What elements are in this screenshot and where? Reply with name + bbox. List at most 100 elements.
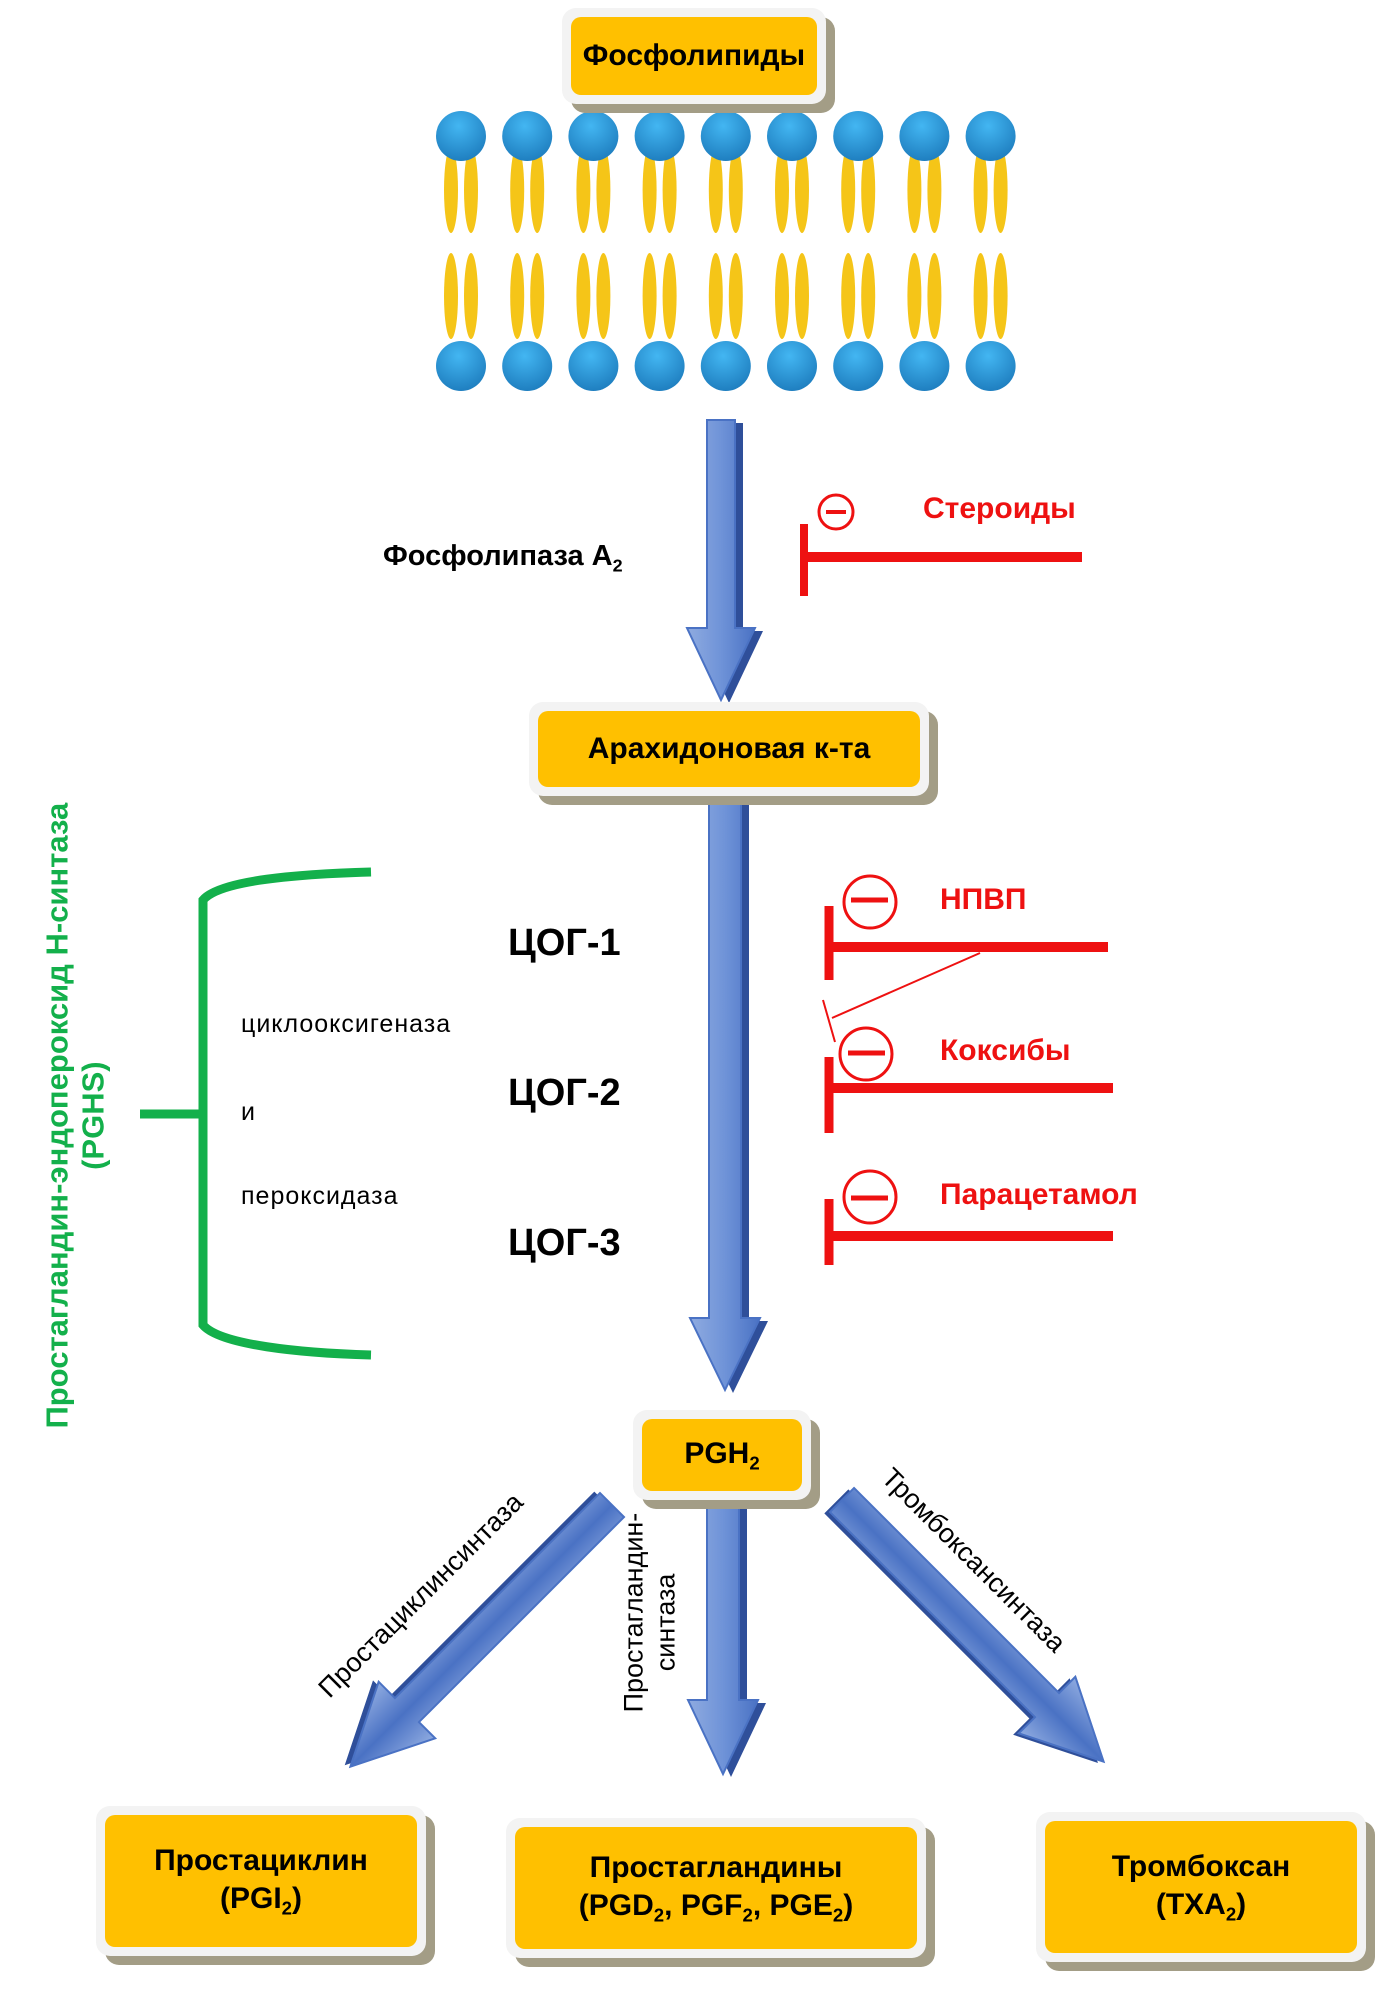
lipid-tail [642, 147, 657, 233]
lipid-head-lower [502, 341, 553, 391]
lipid-tail [662, 253, 677, 339]
lipid-tail [907, 253, 922, 339]
arrow-thromboxane-synthase [824, 1486, 1106, 1764]
lipid-tail [510, 147, 525, 233]
minus-circle-icon [842, 874, 898, 930]
phospholipase-label: Фосфолипаза А2 [383, 540, 623, 576]
lipid-tail [464, 253, 478, 339]
lipid-tail [861, 147, 876, 233]
node-phospholipids: Фосфолипиды [562, 8, 826, 104]
lipid-tail [993, 147, 1008, 233]
node-pgh2: PGH2 [633, 1410, 811, 1500]
lipid-tail [576, 147, 591, 233]
coxibs-label: Коксибы [940, 1034, 1071, 1067]
cox3-label: ЦОГ-3 [508, 1222, 621, 1264]
lipid-head-upper [568, 111, 619, 161]
lipid-head-lower [899, 341, 950, 391]
lipid-tail [510, 253, 525, 339]
node-prostaglandins: Простагландины (PGD2, PGF2, PGE2) [506, 1818, 926, 1958]
cox2-label: ЦОГ-2 [508, 1072, 621, 1114]
arrow-prostacyclin-synthase [344, 1491, 626, 1769]
lipid-tail [708, 147, 723, 233]
lipid-tail [596, 147, 611, 233]
lipid-tail [642, 253, 657, 339]
lipid-tail [775, 147, 789, 233]
lipid-tail [841, 253, 856, 339]
node-thromboxane: Тромбоксан (TXA2) [1036, 1812, 1366, 1962]
pghs-title-line1: Простагландин-эндопероксид Н-синтаза [39, 802, 75, 1429]
lipid-head-lower [436, 341, 486, 391]
lipid-head-upper [767, 111, 817, 161]
lipid-tail [708, 253, 723, 339]
lipid-tail [775, 253, 789, 339]
minus-circle-icon [842, 1169, 898, 1225]
prostacyclin-formula: (PGI2) [219, 1881, 302, 1919]
lipid-tail [841, 147, 856, 233]
coxibs-inhibitor-bar [824, 1026, 1113, 1133]
lipid-head-upper [502, 111, 553, 161]
pghs-bracket [140, 867, 372, 1360]
node-phospholipids-label: Фосфолипиды [571, 17, 817, 95]
lipid-head-lower [700, 341, 751, 391]
prostaglandins-formula: (PGD2, PGF2, PGE2) [578, 1888, 854, 1926]
lipid-tail [927, 253, 942, 339]
lipid-head-upper [965, 111, 1016, 161]
lipid-tail [795, 147, 809, 233]
cyclooxygenase-label: циклооксигеназа [241, 1010, 452, 1038]
prostaglandin-synthase-line1: Простагландин- [618, 1512, 649, 1713]
and-label: и [241, 1098, 256, 1126]
lipid-tail [927, 147, 942, 233]
arrow-phospholipase [685, 419, 763, 703]
lipid-tail [576, 253, 591, 339]
lipid-head-upper [436, 111, 486, 161]
prostaglandin-synthase-label: Простагландин- синтаза [618, 1512, 683, 1713]
nsaid-inhibitor-bar [822, 874, 1108, 1043]
lipid-tail [973, 147, 988, 233]
lipid-head-lower [568, 341, 619, 391]
lipid-head-lower [767, 341, 817, 391]
lipid-head-upper [700, 111, 751, 161]
node-pgh2-label: PGH2 [684, 1437, 760, 1474]
lipid-head-upper [833, 111, 884, 161]
pghs-title-line2: (PGHS) [75, 1061, 110, 1170]
lipid-tail [530, 253, 545, 339]
minus-circle-icon [838, 1026, 894, 1082]
prostaglandin-synthase-line2: синтаза [651, 1573, 681, 1672]
pghs-title: Простагландин-эндопероксид Н-синтаза (PG… [39, 796, 110, 1436]
lipid-tail [973, 253, 988, 339]
lipid-head-upper [899, 111, 950, 161]
lipid-tail [795, 253, 809, 339]
paracetamol-inhibitor-bar [824, 1169, 1113, 1265]
lipid-tail [464, 147, 478, 233]
cox1-label: ЦОГ-1 [508, 922, 621, 964]
steroids-label: Стероиды [923, 492, 1076, 525]
lipid-tail [728, 253, 743, 339]
prostaglandins-title: Простагландины [589, 1851, 843, 1885]
steroids-inhibitor-bar [800, 493, 1082, 596]
nsaid-label: НПВП [940, 883, 1027, 916]
lipid-tail [596, 253, 611, 339]
peroxidase-label: пероксидаза [241, 1182, 399, 1210]
prostacyclin-title: Простациклин [154, 1844, 368, 1878]
lipid-tail [662, 147, 677, 233]
lipid-head-upper [634, 111, 685, 161]
node-arachidonic-label: Арахидоновая к-та [538, 711, 920, 787]
thromboxane-formula: (TXA2) [1155, 1887, 1247, 1925]
node-arachidonic-acid: Арахидоновая к-та [529, 702, 929, 796]
thromboxane-title: Тромбоксан [1111, 1850, 1291, 1884]
node-prostacyclin: Простациклин (PGI2) [96, 1806, 426, 1956]
arrow-prostaglandin-synthase [686, 1487, 766, 1777]
phospholipid-bilayer [436, 111, 1016, 391]
lipid-head-lower [634, 341, 685, 391]
arrow-cox [688, 799, 768, 1393]
lipid-tail [530, 147, 545, 233]
lipid-tail [861, 253, 876, 339]
lipid-tail [907, 147, 922, 233]
lipid-tail [444, 147, 458, 233]
lipid-tail [993, 253, 1008, 339]
paracetamol-label: Парацетамол [940, 1178, 1138, 1211]
lipid-head-lower [833, 341, 884, 391]
minus-circle-icon [817, 493, 855, 531]
lipid-head-lower [965, 341, 1016, 391]
